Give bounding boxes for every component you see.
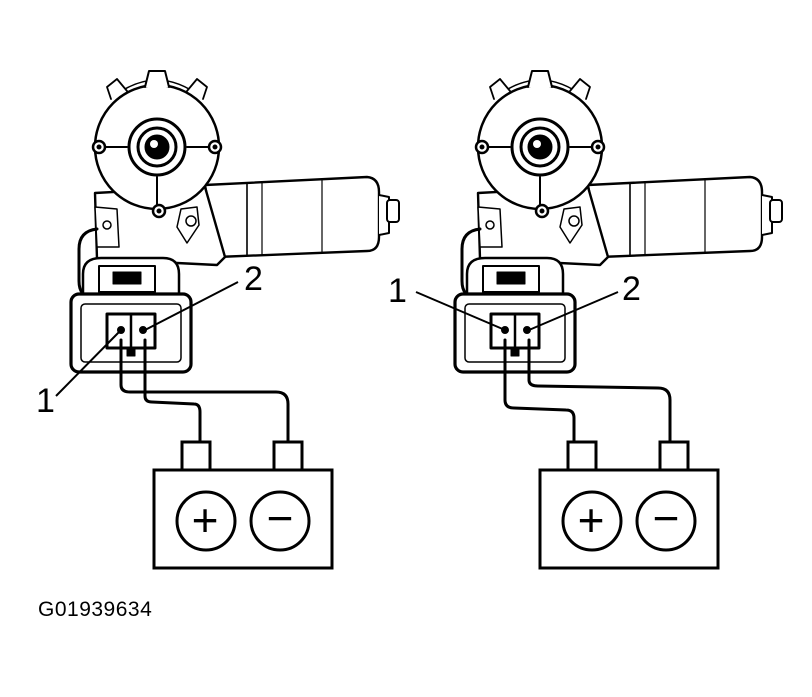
battery-icon (152, 440, 334, 570)
terminal-1-label: 1 (388, 272, 407, 310)
right-callout-lines (415, 291, 619, 331)
battery-positive-symbol: + (578, 494, 605, 546)
figure-id-caption: G01939634 (38, 598, 152, 621)
left-callout-lines (55, 281, 239, 397)
battery-positive-symbol: + (192, 494, 219, 546)
right-harness (503, 338, 672, 444)
battery-negative-symbol: − (267, 492, 294, 544)
battery-negative-symbol: − (653, 492, 680, 544)
left-assembly: + − 1 2 (36, 69, 401, 570)
terminal-2-label: 2 (244, 260, 263, 298)
terminal-1-label: 1 (36, 382, 55, 420)
battery-icon (538, 440, 720, 570)
terminal-2-label: 2 (622, 270, 641, 308)
left-harness (119, 338, 290, 444)
connector-icon (453, 256, 577, 374)
right-assembly: + − 1 2 (388, 69, 784, 570)
